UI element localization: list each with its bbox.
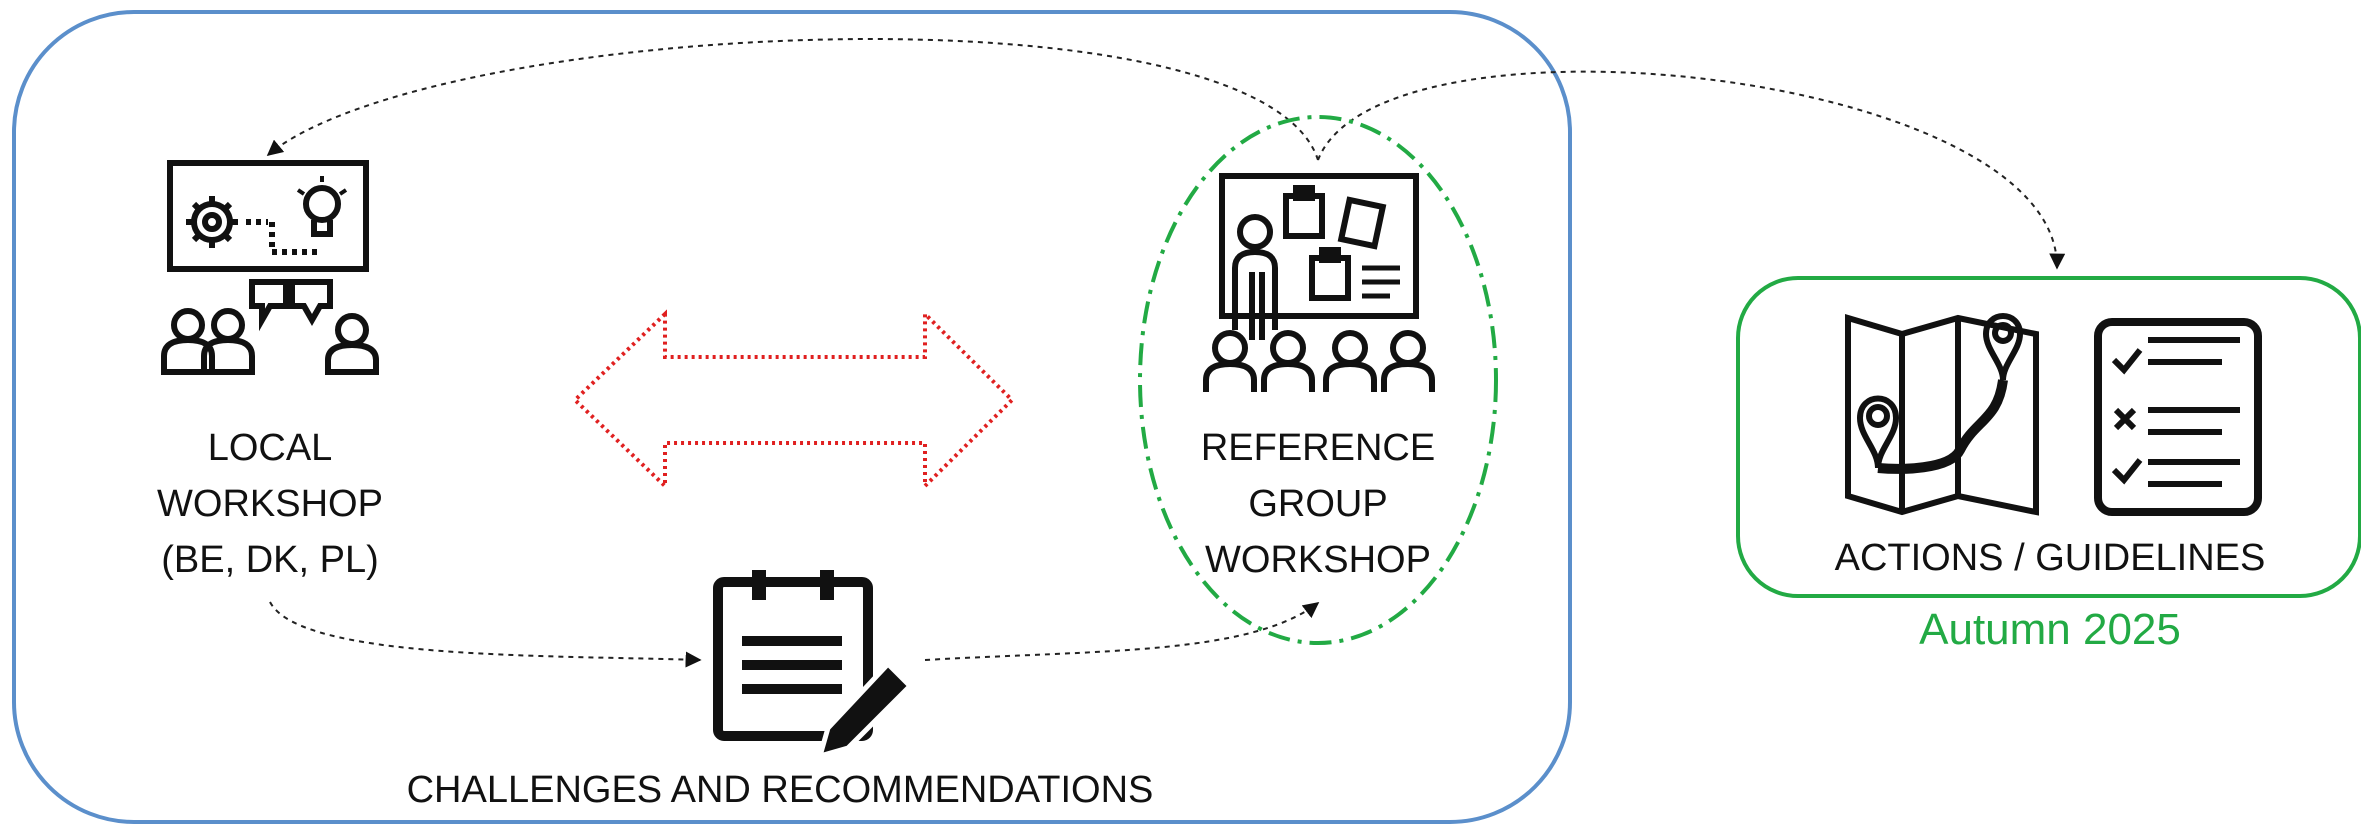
connector-reference-to-local (266, 38, 1319, 161)
connector-local-to-challenges (269, 601, 702, 668)
actions-box (1736, 276, 2361, 598)
workshop-people-ideas-icon (161, 160, 379, 375)
connector-challenges-to-reference (924, 602, 1320, 661)
local-workshop-line2: WORKSHOP (157, 483, 383, 525)
reference-workshop-line2: GROUP (1248, 483, 1388, 525)
reference-workshop-line3: WORKSHOP (1205, 539, 1431, 581)
double-headed-arrow-icon (572, 309, 1015, 491)
notepad-pencil-icon (713, 570, 914, 760)
connector-reference-to-actions (1317, 70, 2066, 270)
reference-workshop-line1: REFERENCE (1200, 427, 1436, 469)
presentation-board-audience-icon (1203, 173, 1435, 392)
actions-date: Autumn 2025 (1919, 605, 2181, 654)
checklist-icon (2094, 318, 2262, 516)
actions-label: ACTIONS / GUIDELINES (1834, 537, 2266, 579)
challenges-label: CHALLENGES AND RECOMMENDATIONS (406, 769, 1154, 811)
local-workshop-line3: (BE, DK, PL) (161, 539, 379, 581)
main-frame (12, 10, 1572, 824)
local-workshop-label: LOCAL WORKSHOP (BE, DK, PL) (120, 420, 420, 588)
reference-workshop-label: REFERENCE GROUP WORKSHOP (1168, 420, 1468, 588)
local-workshop-line1: LOCAL (207, 427, 333, 469)
map-route-pins-icon (1845, 313, 2039, 516)
reference-highlight-ellipse (1138, 115, 1498, 645)
